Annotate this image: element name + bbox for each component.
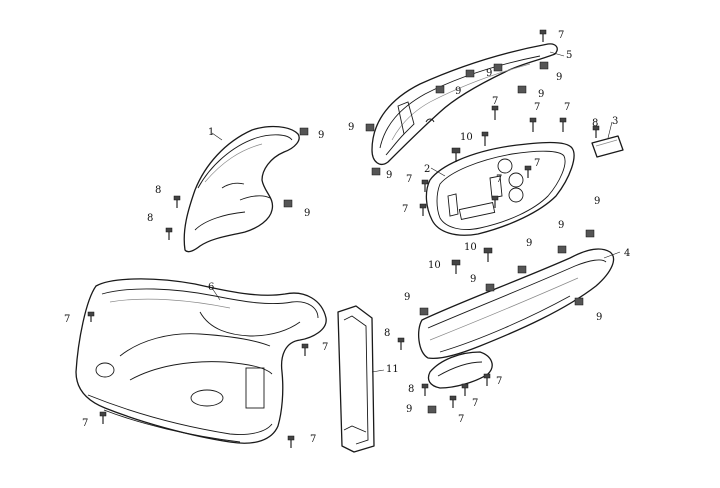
clip-nut-icon xyxy=(485,283,495,292)
clip-nut-icon xyxy=(419,307,429,316)
clip-nut-icon xyxy=(517,85,527,94)
callout-9: 9 xyxy=(406,404,412,415)
callout-7: 7 xyxy=(310,434,316,445)
callout-8: 8 xyxy=(147,213,153,224)
callout-9: 9 xyxy=(404,292,410,303)
clip-nut-icon xyxy=(435,85,445,94)
callout-labels: 1 2 3 4 5 6 11 9 9 9 9 9 9 9 9 9 9 9 9 9… xyxy=(64,30,630,445)
screw-icon xyxy=(524,165,532,178)
screw-icon xyxy=(419,203,427,216)
screw-icon xyxy=(451,259,461,274)
clip-nut-icon xyxy=(371,167,381,176)
screw-icon xyxy=(449,395,457,408)
callout-part-11: 11 xyxy=(386,364,399,375)
callout-9: 9 xyxy=(596,312,602,323)
callout-9: 9 xyxy=(558,220,564,231)
callout-7: 7 xyxy=(406,174,412,185)
part-11-center-strip xyxy=(337,305,375,453)
callout-7: 7 xyxy=(82,418,88,429)
callout-9: 9 xyxy=(486,68,492,79)
clip-nut-icon xyxy=(493,63,503,72)
callout-9: 9 xyxy=(304,208,310,219)
leader-lines xyxy=(211,51,621,373)
callout-8: 8 xyxy=(408,384,414,395)
screw-icon xyxy=(421,179,429,192)
clip-nut-icon xyxy=(557,245,567,254)
clip-nut-icon xyxy=(574,297,584,306)
fasteners xyxy=(87,29,600,448)
callout-10: 10 xyxy=(428,260,441,271)
callout-9: 9 xyxy=(538,89,544,100)
callout-9: 9 xyxy=(594,196,600,207)
screw-icon xyxy=(301,343,309,356)
callout-7: 7 xyxy=(492,96,498,107)
screw-icon xyxy=(483,247,493,262)
callout-10: 10 xyxy=(460,132,473,143)
screw-icon xyxy=(451,147,461,162)
callout-8: 8 xyxy=(155,185,161,196)
callout-9: 9 xyxy=(455,86,461,97)
part-3-reflector xyxy=(591,135,624,158)
callout-7: 7 xyxy=(496,376,502,387)
screw-icon xyxy=(87,311,95,322)
callout-part-3: 3 xyxy=(612,116,618,127)
clip-nut-icon xyxy=(585,229,595,238)
callout-9: 9 xyxy=(556,72,562,83)
clip-nut-icon xyxy=(465,69,475,78)
clip-nut-icon xyxy=(427,405,437,414)
screw-icon xyxy=(491,105,499,120)
part-5-rear-cowl xyxy=(371,43,558,165)
callout-7: 7 xyxy=(322,342,328,353)
screw-icon xyxy=(491,195,499,208)
callout-part-2: 2 xyxy=(424,164,430,175)
screw-icon xyxy=(99,411,107,424)
callout-7: 7 xyxy=(564,102,570,113)
clip-nut-icon xyxy=(539,61,549,70)
screw-icon xyxy=(592,125,600,138)
callout-10: 10 xyxy=(464,242,477,253)
screw-icon xyxy=(287,435,295,448)
clip-nut-icon xyxy=(299,127,309,136)
screw-icon xyxy=(173,195,181,208)
callout-7: 7 xyxy=(558,30,564,41)
callout-7: 7 xyxy=(472,398,478,409)
callout-9: 9 xyxy=(526,238,532,249)
callout-part-4: 4 xyxy=(624,248,630,259)
callout-7: 7 xyxy=(402,204,408,215)
callout-8: 8 xyxy=(384,328,390,339)
clip-nut-icon xyxy=(365,123,375,132)
callout-9: 9 xyxy=(348,122,354,133)
screw-icon xyxy=(539,29,547,42)
screw-icon xyxy=(421,383,429,396)
part-1-front-shield xyxy=(183,125,300,253)
callout-9: 9 xyxy=(386,170,392,181)
part-6-leg-shield xyxy=(75,278,327,444)
clip-nut-icon xyxy=(517,265,527,274)
callout-7: 7 xyxy=(534,158,540,169)
callout-9: 9 xyxy=(318,130,324,141)
screw-icon xyxy=(397,337,405,350)
part-2-storage-box xyxy=(425,141,575,236)
screw-icon xyxy=(481,131,489,146)
screw-icon xyxy=(559,117,567,132)
callout-9: 9 xyxy=(470,274,476,285)
callout-7: 7 xyxy=(458,414,464,425)
callout-7: 7 xyxy=(534,102,540,113)
screw-icon xyxy=(483,373,491,386)
callout-7: 7 xyxy=(64,314,70,325)
screw-icon xyxy=(461,383,469,396)
callout-7: 7 xyxy=(496,174,502,185)
screw-icon xyxy=(529,117,537,132)
part-4-side-panel xyxy=(417,248,615,389)
clip-nut-icon xyxy=(283,199,293,208)
callout-part-6: 6 xyxy=(208,282,214,293)
callout-8: 8 xyxy=(592,118,598,129)
callout-part-1: 1 xyxy=(208,127,214,138)
screw-icon xyxy=(165,227,173,240)
callout-part-5: 5 xyxy=(566,50,572,61)
